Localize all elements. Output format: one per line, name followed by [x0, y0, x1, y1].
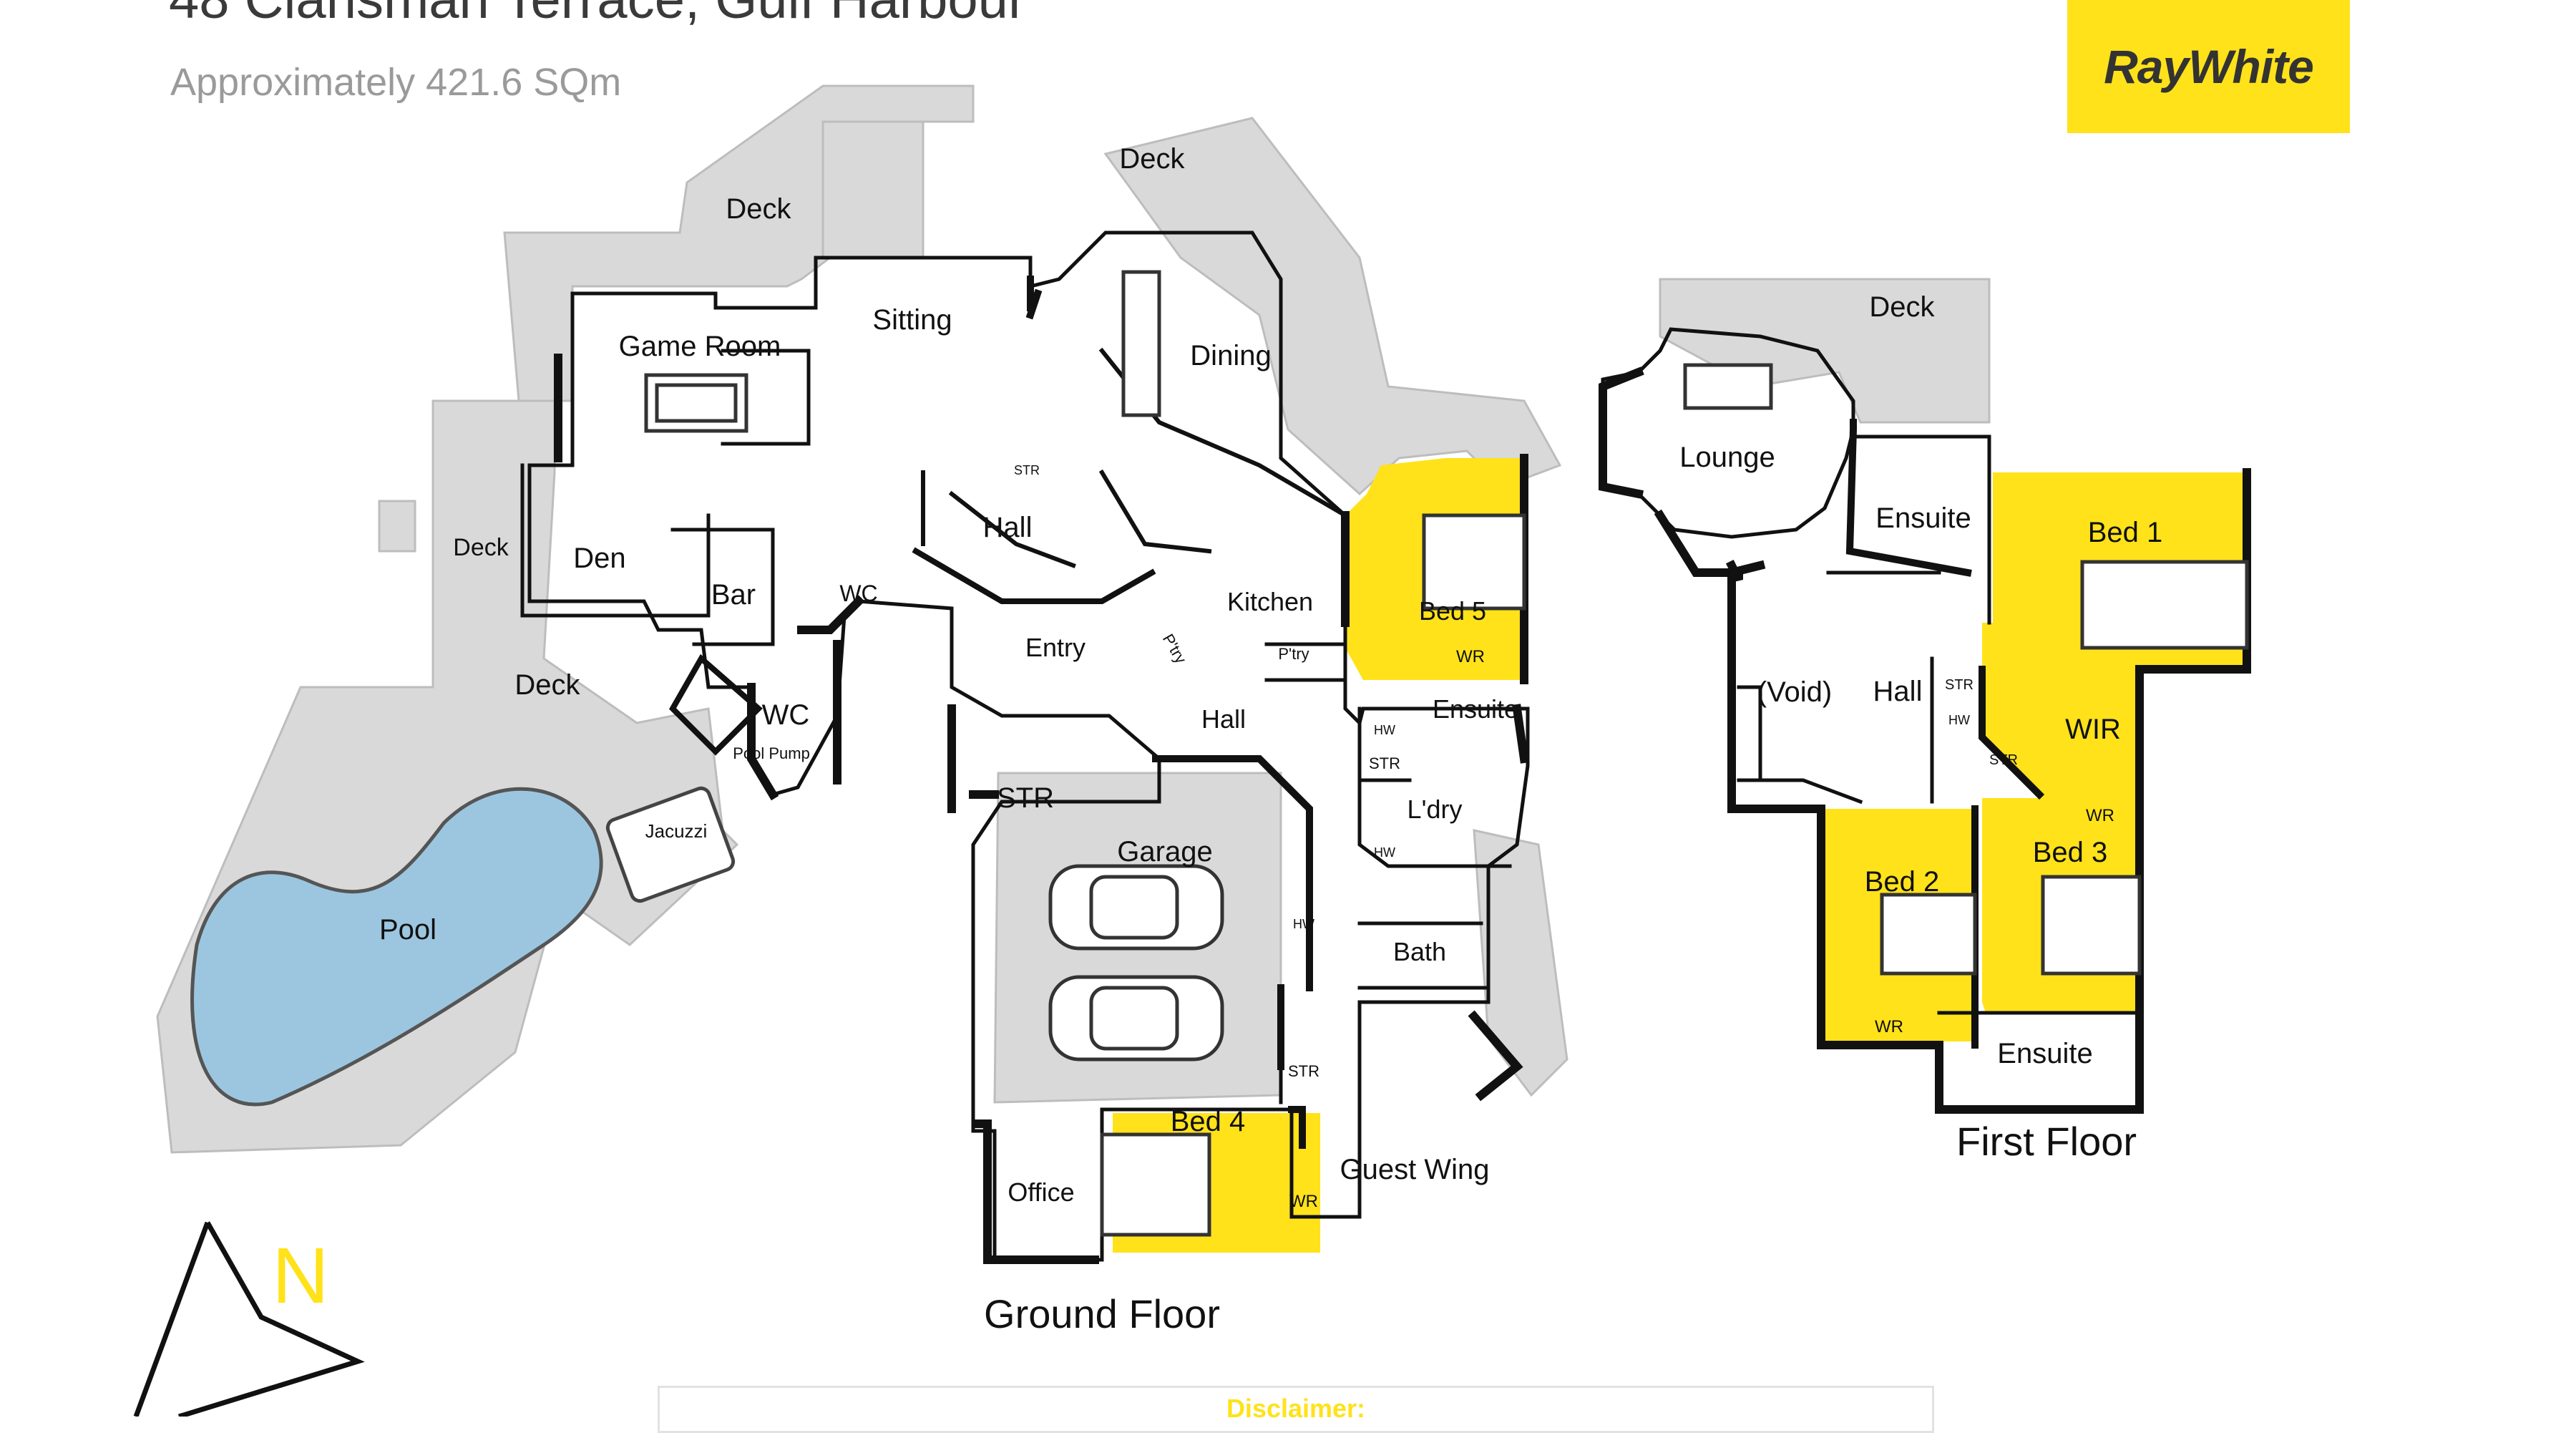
label-guest-wing: Guest Wing [1340, 1154, 1490, 1185]
property-address: 48 Clansman Terrace, Gulf Harbour [169, 0, 1026, 31]
label-dining: Dining [1190, 340, 1271, 371]
floor-area: Approximately 421.6 SQm [170, 61, 622, 104]
north-compass: N [133, 1221, 365, 1417]
label-ff-wr-1: WR [2086, 806, 2114, 825]
compass-north-label: N [272, 1232, 328, 1320]
label-bath: Bath [1393, 937, 1446, 966]
label-bed-4: Bed 4 [1171, 1106, 1246, 1137]
label-ff-hall: Hall [1873, 676, 1923, 707]
label-garage: Garage [1117, 836, 1212, 868]
label-deck-3: Deck [453, 534, 509, 561]
label-jacuzzi: Jacuzzi [645, 820, 708, 842]
label-lounge: Lounge [1679, 442, 1775, 473]
label-sitting: Sitting [872, 304, 952, 336]
label-kitchen: Kitchen [1227, 587, 1313, 616]
label-ff-ensuite-2: Ensuite [1997, 1038, 2092, 1069]
label-hw-2: HW [1374, 845, 1395, 860]
ground-floor-labels: Deck Deck Sitting Dining Game Room Deck … [379, 143, 1518, 1211]
garage-cars [1048, 864, 1224, 1062]
dining-table [1121, 270, 1161, 417]
pool [190, 787, 603, 1107]
raywhite-logo[interactable]: RayWhite [2067, 0, 2350, 133]
label-ff-deck: Deck [1869, 291, 1935, 323]
label-bed-1: Bed 1 [2088, 517, 2163, 548]
pool-table [644, 373, 748, 433]
label-deck-2: Deck [1119, 143, 1185, 175]
label-str-2: STR [1369, 754, 1400, 772]
label-bed-3: Bed 3 [2033, 837, 2108, 868]
label-wr-2: WR [1289, 1192, 1318, 1211]
label-bed-5: Bed 5 [1419, 596, 1486, 626]
label-void: (Void) [1757, 676, 1833, 708]
label-ldry: L'dry [1407, 795, 1463, 824]
label-entry: Entry [1025, 633, 1085, 662]
label-bar: Bar [711, 579, 756, 611]
label-pool-pump: Pool Pump [733, 744, 810, 762]
label-hw-3: HW [1293, 917, 1314, 931]
logo-text: RayWhite [2104, 40, 2314, 93]
label-den: Den [573, 543, 625, 574]
first-floor-labels: Deck Lounge Ensuite Bed 1 (Void) Hall ST… [1679, 291, 2162, 1069]
label-hall-2: Hall [1201, 704, 1246, 734]
label-ff-ensuite-1: Ensuite [1875, 502, 1971, 534]
walls [520, 230, 2251, 1264]
label-hw-1: HW [1374, 723, 1395, 737]
disclaimer-box: Disclaimer: [658, 1386, 1934, 1433]
label-pool: Pool [379, 914, 436, 946]
ground-floor-label: Ground Floor [984, 1291, 1220, 1336]
beds [1100, 363, 2249, 1237]
label-ff-str-2: STR [1989, 752, 2018, 768]
label-ensuite-1: Ensuite [1433, 694, 1518, 724]
label-wir: WIR [2065, 714, 2121, 745]
label-str-4: STR [1288, 1062, 1319, 1080]
label-ff-wr-2: WR [1875, 1017, 1903, 1036]
disclaimer-heading: Disclaimer: [1226, 1394, 1366, 1423]
label-str-1: STR [1014, 463, 1040, 477]
label-ff-hw: HW [1948, 713, 1970, 727]
label-ptry-1: P'try [1159, 631, 1190, 666]
label-hall-1: Hall [983, 512, 1033, 543]
label-str-3: STR [997, 782, 1054, 814]
label-bed-2: Bed 2 [1865, 866, 1940, 898]
label-wc-1: WC [839, 581, 877, 606]
label-ptry-2: P'try [1278, 645, 1309, 663]
label-office: Office [1008, 1177, 1074, 1207]
label-ff-str-1: STR [1945, 677, 1974, 693]
label-deck-1: Deck [726, 193, 791, 225]
first-floor-label: First Floor [1956, 1119, 2137, 1164]
label-wc-2: WC [762, 699, 810, 731]
jacuzzi [605, 786, 736, 903]
label-game-room: Game Room [619, 331, 781, 362]
label-wr-1: WR [1456, 647, 1485, 666]
label-deck-4: Deck [514, 669, 580, 701]
